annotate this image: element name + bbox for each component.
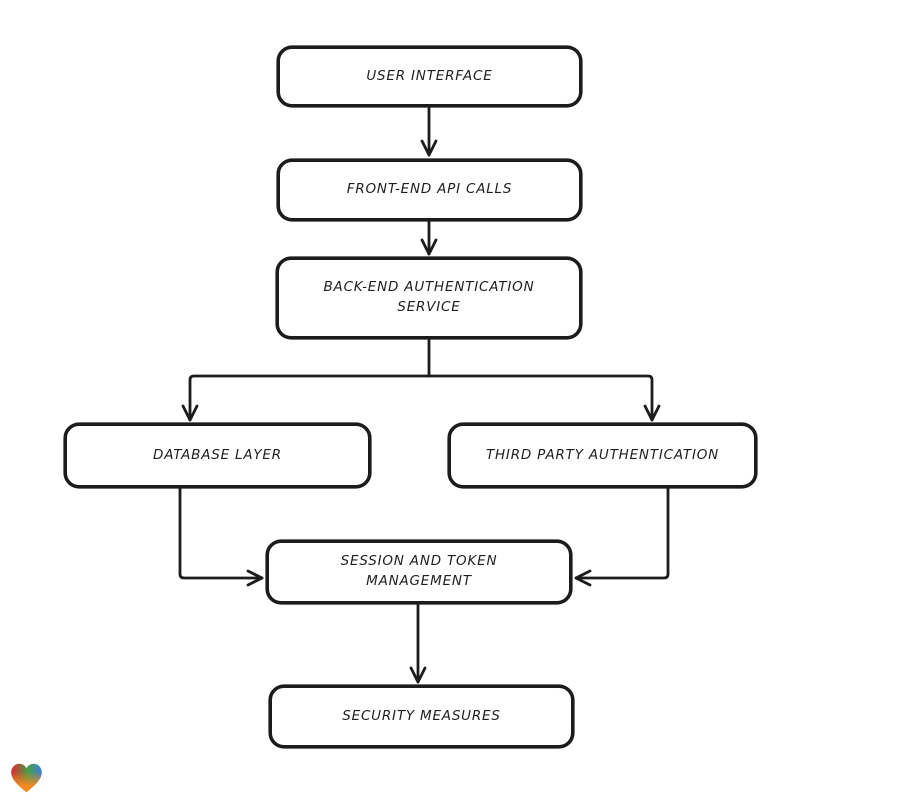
edge-database-to-session[interactable] — [178, 486, 264, 587]
edge-frontend-to-backend[interactable] — [420, 219, 438, 256]
node-third-party-authentication[interactable]: THIRD PARTY AUTHENTICATION — [448, 423, 757, 488]
node-database-layer[interactable]: DATABASE LAYER — [64, 423, 371, 488]
gradient-heart-logo[interactable] — [9, 761, 44, 795]
node-user-interface[interactable]: USER INTERFACE — [277, 46, 582, 107]
node-label: FRONT-END API CALLS — [346, 181, 513, 198]
edge-backend-to-thirdparty[interactable] — [427, 374, 661, 422]
node-label: DATABASE LAYER — [153, 446, 282, 463]
node-label: SECURITY MEASURES — [342, 707, 501, 724]
node-session-and-token-management[interactable]: SESSION AND TOKEN MANAGEMENT — [266, 540, 572, 604]
node-security-measures[interactable]: SECURITY MEASURES — [269, 685, 574, 748]
edge-session-to-security[interactable] — [409, 602, 427, 684]
node-label: USER INTERFACE — [366, 67, 493, 84]
node-back-end-authentication-service[interactable]: BACK-END AUTHENTICATION SERVICE — [276, 257, 582, 339]
heart-icon — [11, 763, 42, 793]
edge-backend-to-database[interactable] — [181, 337, 431, 422]
node-label: SESSION AND TOKEN MANAGEMENT — [340, 553, 498, 589]
edge-thirdparty-to-session[interactable] — [574, 486, 670, 587]
node-front-end-api-calls[interactable]: FRONT-END API CALLS — [277, 159, 582, 221]
node-label: BACK-END AUTHENTICATION SERVICE — [323, 279, 535, 315]
edge-ui-to-frontend[interactable] — [420, 105, 438, 157]
node-label: THIRD PARTY AUTHENTICATION — [485, 446, 720, 463]
